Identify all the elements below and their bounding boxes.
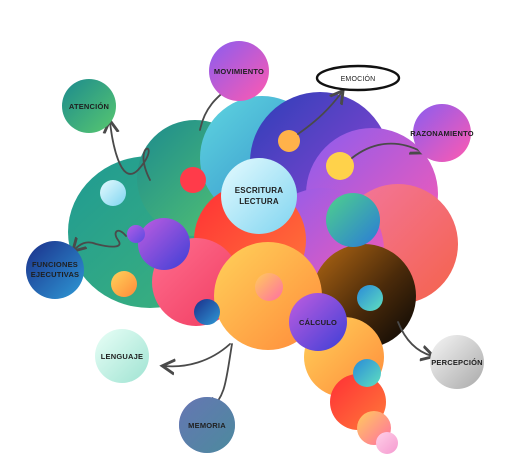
razonamiento-label: RAZONAMIENTO	[410, 129, 474, 138]
arrow-atencion	[110, 122, 151, 181]
dot-green	[326, 193, 380, 247]
arrow-emocion	[297, 92, 342, 135]
dot-purple	[138, 218, 190, 270]
dot-amber	[278, 130, 300, 152]
atencion-circle	[62, 79, 116, 133]
node-razonamiento: RAZONAMIENTO	[410, 104, 474, 162]
percepcion-circle	[430, 335, 484, 389]
stem-circle-4	[376, 432, 398, 454]
node-escritura-lectura: ESCRITURA LECTURA	[221, 158, 297, 234]
funciones-label: FUNCIONES	[32, 260, 78, 269]
movimiento-circle	[209, 41, 269, 101]
node-memoria: MEMORIA	[179, 397, 235, 453]
node-percepcion: PERCEPCIÓN	[430, 335, 484, 389]
razonamiento-circle	[413, 104, 471, 162]
dot-violet-small	[127, 225, 145, 243]
dot-stem-blue	[353, 359, 381, 387]
memoria-label: MEMORIA	[188, 421, 226, 430]
escritura-label: ESCRITURA	[235, 186, 283, 195]
memoria-circle-overlay	[179, 397, 235, 453]
node-atencion: ATENCIÓN	[62, 79, 116, 133]
node-movimiento: MOVIMIENTO	[209, 41, 269, 101]
arrow-lenguaje	[164, 343, 231, 366]
node-calculo: CÁLCULO	[289, 293, 347, 351]
dot-orange	[111, 271, 137, 297]
emocion-label: EMOCIÓN	[341, 74, 376, 83]
arrow-percepcion	[397, 321, 432, 356]
dot-yellow	[326, 152, 354, 180]
lenguaje-label: LENGUAJE	[101, 352, 143, 361]
dot-blue-green	[357, 285, 383, 311]
accent-dots	[100, 130, 383, 387]
dot-light-cyan	[100, 180, 126, 206]
node-emocion: EMOCIÓN	[315, 64, 401, 92]
movimiento-label: MOVIMIENTO	[214, 67, 264, 76]
arrow-funciones	[74, 229, 127, 250]
lectura-label: LECTURA	[239, 197, 279, 206]
dot-red	[180, 167, 206, 193]
funciones-circle	[26, 241, 84, 299]
ejecutivas-label: EJECUTIVAS	[31, 270, 80, 279]
percepcion-label: PERCEPCIÓN	[431, 358, 483, 367]
escritura-circle	[221, 158, 297, 234]
atencion-label: ATENCIÓN	[69, 102, 109, 111]
calculo-label: CÁLCULO	[299, 318, 337, 327]
arrow-razonamiento	[351, 144, 422, 159]
dot-navy	[194, 299, 220, 325]
lenguaje-circle	[95, 329, 149, 383]
node-funciones-ejecutivas: FUNCIONES EJECUTIVAS	[26, 241, 84, 299]
calculo-circle	[289, 293, 347, 351]
emocion-oval	[315, 64, 401, 92]
node-lenguaje: LENGUAJE	[95, 329, 149, 383]
dot-pink-yellow	[255, 273, 283, 301]
